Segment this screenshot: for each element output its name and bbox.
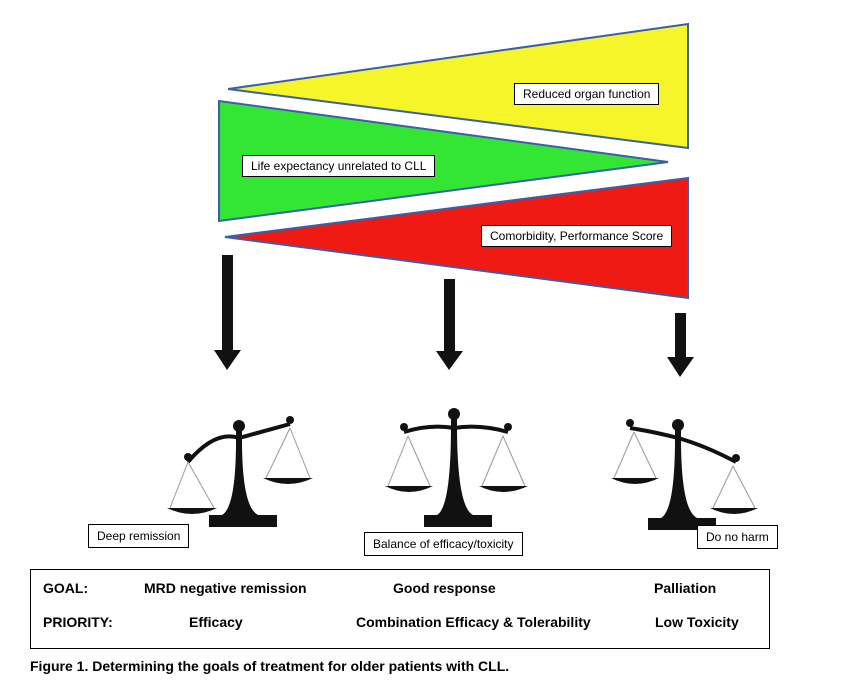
yellow-wedge [227, 22, 689, 150]
wedge-label-life-expectancy: Life expectancy unrelated to CLL [242, 155, 436, 177]
priority-item: Combination Efficacy & Tolerability [356, 614, 591, 630]
wedge-label-comorbidity: Comorbidity, Performance Score [481, 225, 673, 247]
scale-icon-left [167, 416, 313, 527]
scale-icon-middle [385, 408, 528, 527]
priority-item: Low Toxicity [655, 614, 739, 630]
goal-item: Good response [393, 580, 496, 596]
scale-label-right: Do no harm [697, 525, 778, 549]
green-wedge [218, 99, 669, 223]
priority-item: Efficacy [189, 614, 243, 630]
goals-table: GOAL: MRD negative remission Good respon… [30, 569, 770, 649]
goal-item: Palliation [654, 580, 717, 596]
down-arrow-icon-left [214, 255, 241, 370]
scale-label-left: Deep remission [88, 524, 190, 548]
down-arrow-icon-middle [436, 279, 463, 370]
goal-item: MRD negative remission [144, 580, 307, 596]
scale-label-middle: Balance of efficacy/toxicity [364, 532, 523, 556]
red-wedge [224, 176, 689, 300]
scale-icon-right [611, 419, 758, 530]
priority-label: PRIORITY: [43, 614, 113, 630]
figure-caption: Figure 1. Determining the goals of treat… [30, 658, 510, 674]
down-arrow-icon-right [667, 313, 694, 377]
goal-label: GOAL: [43, 580, 89, 596]
wedge-label-reduced-organ: Reduced organ function [514, 83, 660, 105]
